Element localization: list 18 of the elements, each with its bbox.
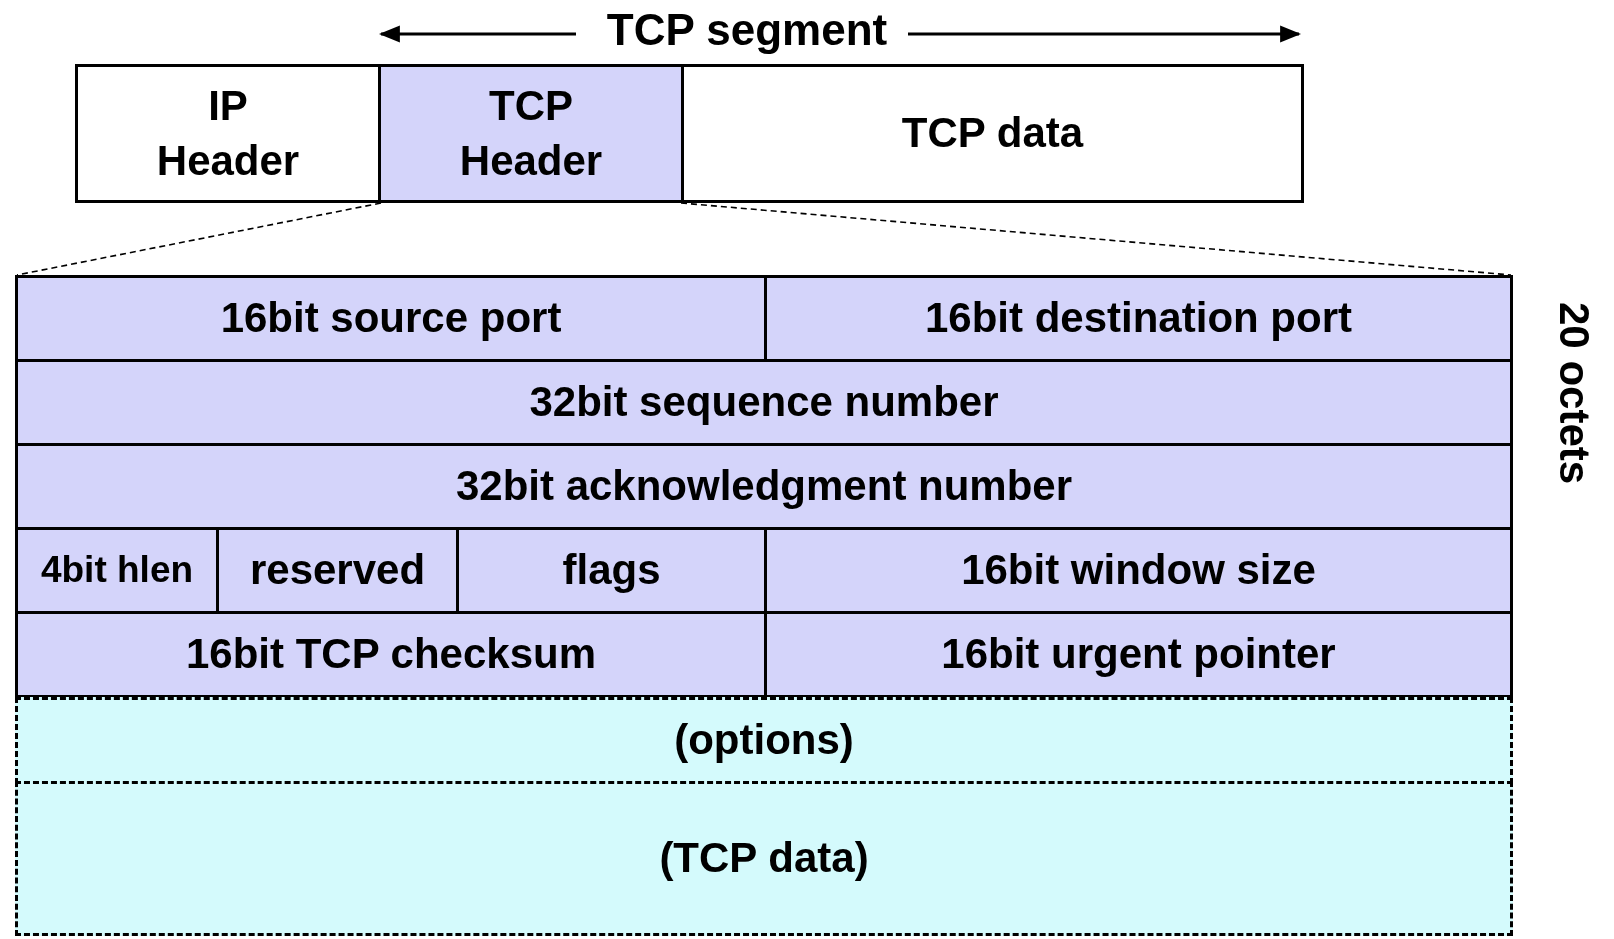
header-field: 16bit destination port	[764, 275, 1513, 362]
header-table	[15, 275, 1513, 700]
packet-part: TCP data	[681, 64, 1304, 203]
header-field: 32bit sequence number	[15, 359, 1513, 446]
data-field: (TCP data)	[15, 781, 1513, 936]
header-field: 4bit hlen	[15, 527, 219, 614]
header-field: 16bit urgent pointer	[764, 611, 1513, 698]
packet-part: IP Header	[75, 64, 381, 203]
header-field: reserved	[216, 527, 459, 614]
size-label: 20 octets	[1550, 302, 1599, 485]
header-field: flags	[456, 527, 767, 614]
optional-field: (options)	[15, 697, 1513, 784]
span-label: TCP segment	[605, 4, 889, 56]
header-field: 32bit acknowledgment number	[15, 443, 1513, 530]
packet-part: TCP Header	[378, 64, 684, 203]
header-field: 16bit source port	[15, 275, 767, 362]
header-field: 16bit TCP checksum	[15, 611, 767, 698]
header-field: 16bit window size	[764, 527, 1513, 614]
